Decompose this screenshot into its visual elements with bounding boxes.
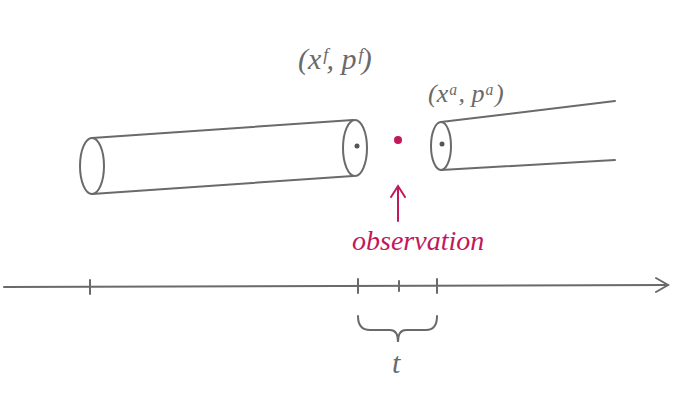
tube-end — [343, 120, 367, 176]
observation-arrowhead — [391, 186, 405, 197]
observation-arrow — [397, 188, 399, 221]
analysis-state-label: (xᵃ, pᵃ) — [428, 80, 504, 109]
time-axis — [4, 285, 668, 287]
axis-arrowhead — [656, 278, 668, 292]
tube-edge — [92, 176, 353, 194]
observation-label: observation — [352, 226, 484, 257]
brace — [358, 316, 437, 342]
state-dot — [355, 144, 360, 149]
tick — [89, 280, 91, 294]
tick — [357, 279, 359, 293]
tube-end — [431, 122, 451, 170]
interval-label: t — [392, 346, 400, 379]
state-dot — [440, 142, 445, 147]
forecast-state-label: (xᶠ, pᶠ) — [298, 42, 372, 75]
tick — [398, 281, 400, 291]
tube-edge — [441, 160, 615, 170]
observation-dot — [394, 136, 402, 144]
tube-end — [80, 138, 104, 194]
tube-edge — [92, 120, 353, 138]
tick — [436, 279, 438, 293]
